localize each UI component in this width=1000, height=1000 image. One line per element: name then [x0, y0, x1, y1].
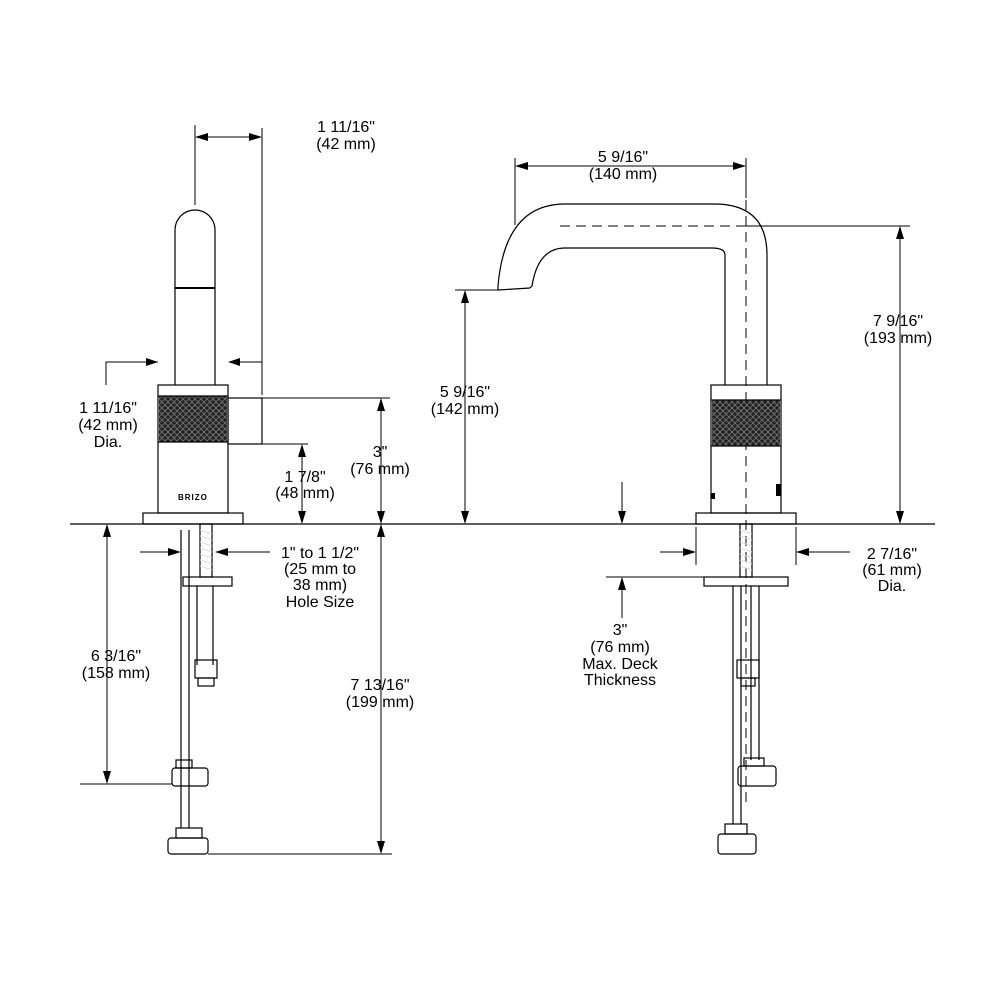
- label-shank-length-mm: (158 mm): [82, 665, 150, 682]
- side-view-dimensions: [80, 125, 392, 855]
- label-hole-size-line2: (25 mm to: [284, 561, 356, 578]
- mounting-washer: [182, 576, 233, 587]
- label-base-height-in: 3": [373, 444, 388, 461]
- front-knurl-band: [712, 400, 780, 446]
- label-hole-size-line3: 38 mm): [293, 577, 347, 594]
- label-total-height-in: 7 9/16": [873, 313, 923, 330]
- spout-outer: [497, 203, 768, 385]
- dimension-labels: 1 11/16" (42 mm) 1 11/16" (42 mm) Dia. 1…: [78, 119, 932, 711]
- label-lever-height-in: 1 7/8": [284, 469, 325, 486]
- label-base-dia-word: Dia.: [878, 578, 906, 595]
- label-total-below-mm: (199 mm): [346, 694, 414, 711]
- label-max-deck-mm: (76 mm): [590, 639, 650, 656]
- front-view-faucet: [497, 200, 797, 855]
- label-side-dia-word: Dia.: [94, 434, 122, 451]
- front-supply-fitting-upper: [737, 765, 777, 787]
- label-total-height-mm: (193 mm): [864, 330, 932, 347]
- label-max-deck-in: 3": [613, 622, 628, 639]
- label-shank-length-in: 6 3/16": [91, 648, 141, 665]
- supply-fitting-upper: [171, 767, 209, 787]
- label-max-deck-line4: Thickness: [584, 672, 656, 689]
- front-view-dimensions: [455, 158, 910, 618]
- label-base-dia-in: 2 7/16": [867, 546, 917, 563]
- brand-logo: BRIZO: [178, 493, 208, 502]
- label-spout-height-in: 5 9/16": [440, 384, 490, 401]
- label-spout-reach-in: 5 9/16": [598, 149, 648, 166]
- side-knurl-band: [159, 396, 227, 442]
- label-total-below-in: 7 13/16": [350, 677, 409, 694]
- label-lever-height-mm: (48 mm): [275, 485, 335, 502]
- handle-rod: [174, 209, 216, 385]
- label-side-dia-in: 1 11/16": [79, 400, 137, 417]
- label-base-height-mm: (76 mm): [350, 461, 410, 478]
- label-hole-size-line1: 1" to 1 1/2": [281, 545, 359, 562]
- supply-fitting-lower: [167, 837, 209, 855]
- label-spout-reach-mm: (140 mm): [589, 166, 657, 183]
- front-mounting-washer: [703, 576, 789, 587]
- side-base-plate: [142, 512, 244, 525]
- label-hole-size-line4: Hole Size: [286, 594, 355, 611]
- lever-stub: [227, 397, 263, 445]
- label-side-top-width-mm: (42 mm): [316, 136, 376, 153]
- label-max-deck-line3: Max. Deck: [582, 656, 659, 673]
- label-side-top-width-in: 1 11/16": [317, 119, 375, 136]
- spout-inner: [529, 247, 726, 385]
- label-base-dia-mm: (61 mm): [862, 562, 922, 579]
- front-supply-fitting-lower: [717, 833, 757, 855]
- side-view-faucet: BRIZO: [142, 209, 263, 855]
- label-side-dia-mm: (42 mm): [78, 417, 138, 434]
- shank-nut: [194, 659, 218, 679]
- label-spout-height-mm: (142 mm): [431, 401, 499, 418]
